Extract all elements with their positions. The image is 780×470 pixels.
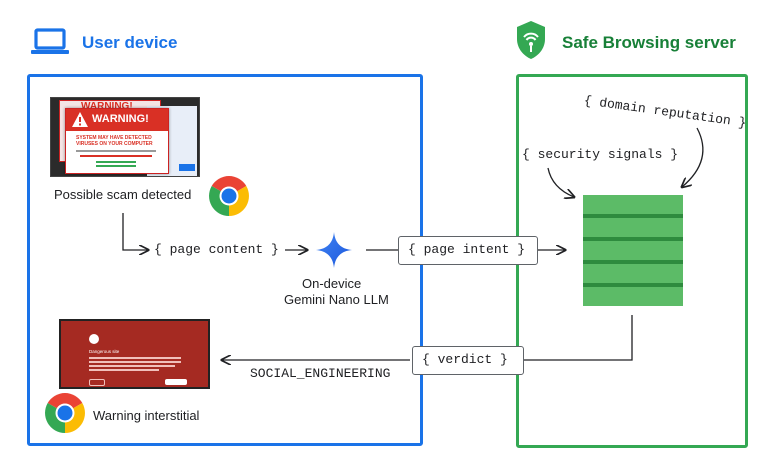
scam-alert-filler-2 bbox=[80, 155, 152, 157]
interstitial-heading: Dangerous site bbox=[89, 349, 120, 354]
interstitial-details-button bbox=[89, 379, 105, 386]
model-label-line-1: On-device bbox=[302, 276, 362, 291]
warning-triangle-icon bbox=[72, 112, 88, 132]
chrome-logo-icon bbox=[208, 175, 250, 222]
scam-alert-line-1: SYSTEM MAY HAVE DETECTED bbox=[76, 135, 152, 141]
page-content-label: { page content } bbox=[154, 242, 279, 257]
shield-icon bbox=[515, 20, 547, 60]
scam-page-thumbnail: WARNING! WARNING! SYSTEM MAY HAVE DETECT… bbox=[50, 97, 200, 177]
interstitial-text-4 bbox=[89, 369, 159, 371]
interstitial-close-icon bbox=[89, 334, 99, 344]
laptop-icon bbox=[31, 28, 69, 56]
security-signals-label: { security signals } bbox=[522, 147, 679, 162]
model-label-line-2: Gemini Nano LLM bbox=[284, 292, 389, 307]
scam-alert-heading: WARNING! bbox=[92, 113, 149, 125]
page-intent-pill: { page intent } bbox=[398, 236, 538, 265]
scam-alert-window: WARNING! SYSTEM MAY HAVE DETECTED VIRUSE… bbox=[65, 108, 169, 174]
interstitial-text-3 bbox=[89, 365, 175, 367]
scam-caption: Possible scam detected bbox=[54, 187, 192, 202]
scam-alert-filler-1 bbox=[76, 150, 156, 152]
scam-alert-filler-3 bbox=[96, 161, 136, 163]
gemini-sparkle-icon bbox=[314, 230, 354, 275]
interstitial-thumbnail: Dangerous site bbox=[59, 319, 210, 389]
scam-button bbox=[179, 164, 195, 171]
verdict-pill: { verdict } bbox=[412, 346, 524, 375]
interstitial-text-1 bbox=[89, 357, 181, 359]
scam-alert-header bbox=[66, 109, 168, 131]
interstitial-back-button bbox=[165, 379, 187, 385]
database-icon bbox=[583, 195, 683, 306]
scam-banner: WARNING! bbox=[81, 101, 133, 112]
scam-alert-filler-4 bbox=[96, 165, 136, 167]
interstitial-text-2 bbox=[89, 361, 181, 363]
chrome-logo-icon-2 bbox=[44, 392, 86, 439]
interstitial-caption: Warning interstitial bbox=[93, 408, 200, 423]
server-title: Safe Browsing server bbox=[562, 33, 736, 52]
scam-alert-line-2: VIRUSES ON YOUR COMPUTER bbox=[76, 141, 153, 147]
user-device-title: User device bbox=[82, 33, 178, 52]
verdict-value: SOCIAL_ENGINEERING bbox=[250, 366, 391, 381]
